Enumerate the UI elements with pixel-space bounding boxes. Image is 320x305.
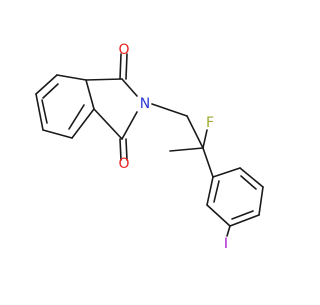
bond-cq-f	[202, 129, 208, 149]
bond	[85, 78, 123, 81]
bond-c-i	[226, 225, 231, 237]
carbonyl-bond-top	[125, 53, 128, 80]
imide-ring	[85, 78, 138, 140]
bond	[35, 93, 44, 131]
bond	[85, 79, 95, 110]
bond	[229, 214, 260, 227]
oxygen-label-top: O	[118, 42, 129, 58]
structure-canvas: O N O F I	[35, 42, 264, 252]
bond	[206, 176, 214, 206]
bond-inner-double	[68, 104, 85, 130]
bond	[121, 111, 138, 140]
bond	[239, 167, 264, 188]
bond-cq-methyl	[169, 147, 204, 152]
carbonyl-bond-bottom	[119, 138, 122, 161]
bond-inner-double	[231, 210, 254, 220]
oxygen-label-bottom: O	[118, 156, 129, 172]
fluorine-label: F	[206, 115, 214, 131]
bond	[121, 78, 138, 97]
bond	[212, 167, 241, 178]
carbonyl-bond-bottom	[125, 138, 128, 161]
bond-cq-aryl	[202, 147, 214, 178]
iodine-label: I	[224, 236, 228, 252]
iodophenyl-ring	[206, 167, 264, 237]
nitrogen-label: N	[140, 96, 150, 112]
carbonyl-bond-top	[119, 53, 122, 80]
bond-inner-double	[42, 83, 59, 99]
bond	[56, 74, 87, 81]
bond-ch2-cq	[186, 115, 204, 149]
bond	[71, 108, 95, 139]
phthalimide-benzene-ring	[35, 74, 95, 139]
bond	[258, 186, 264, 216]
bond-inner-double	[41, 99, 48, 124]
side-chain	[151, 103, 214, 178]
bond-inner-double	[240, 175, 257, 190]
carbonyl-bonds	[119, 53, 128, 161]
molecule-structure: O N O F I	[35, 42, 264, 252]
bond-inner-double	[213, 180, 220, 203]
bond	[93, 108, 123, 140]
atom-labels: O N O F I	[118, 42, 228, 252]
bond	[35, 74, 58, 95]
bond-n-ch2	[151, 103, 188, 117]
bond	[206, 204, 231, 227]
bond	[42, 129, 73, 139]
